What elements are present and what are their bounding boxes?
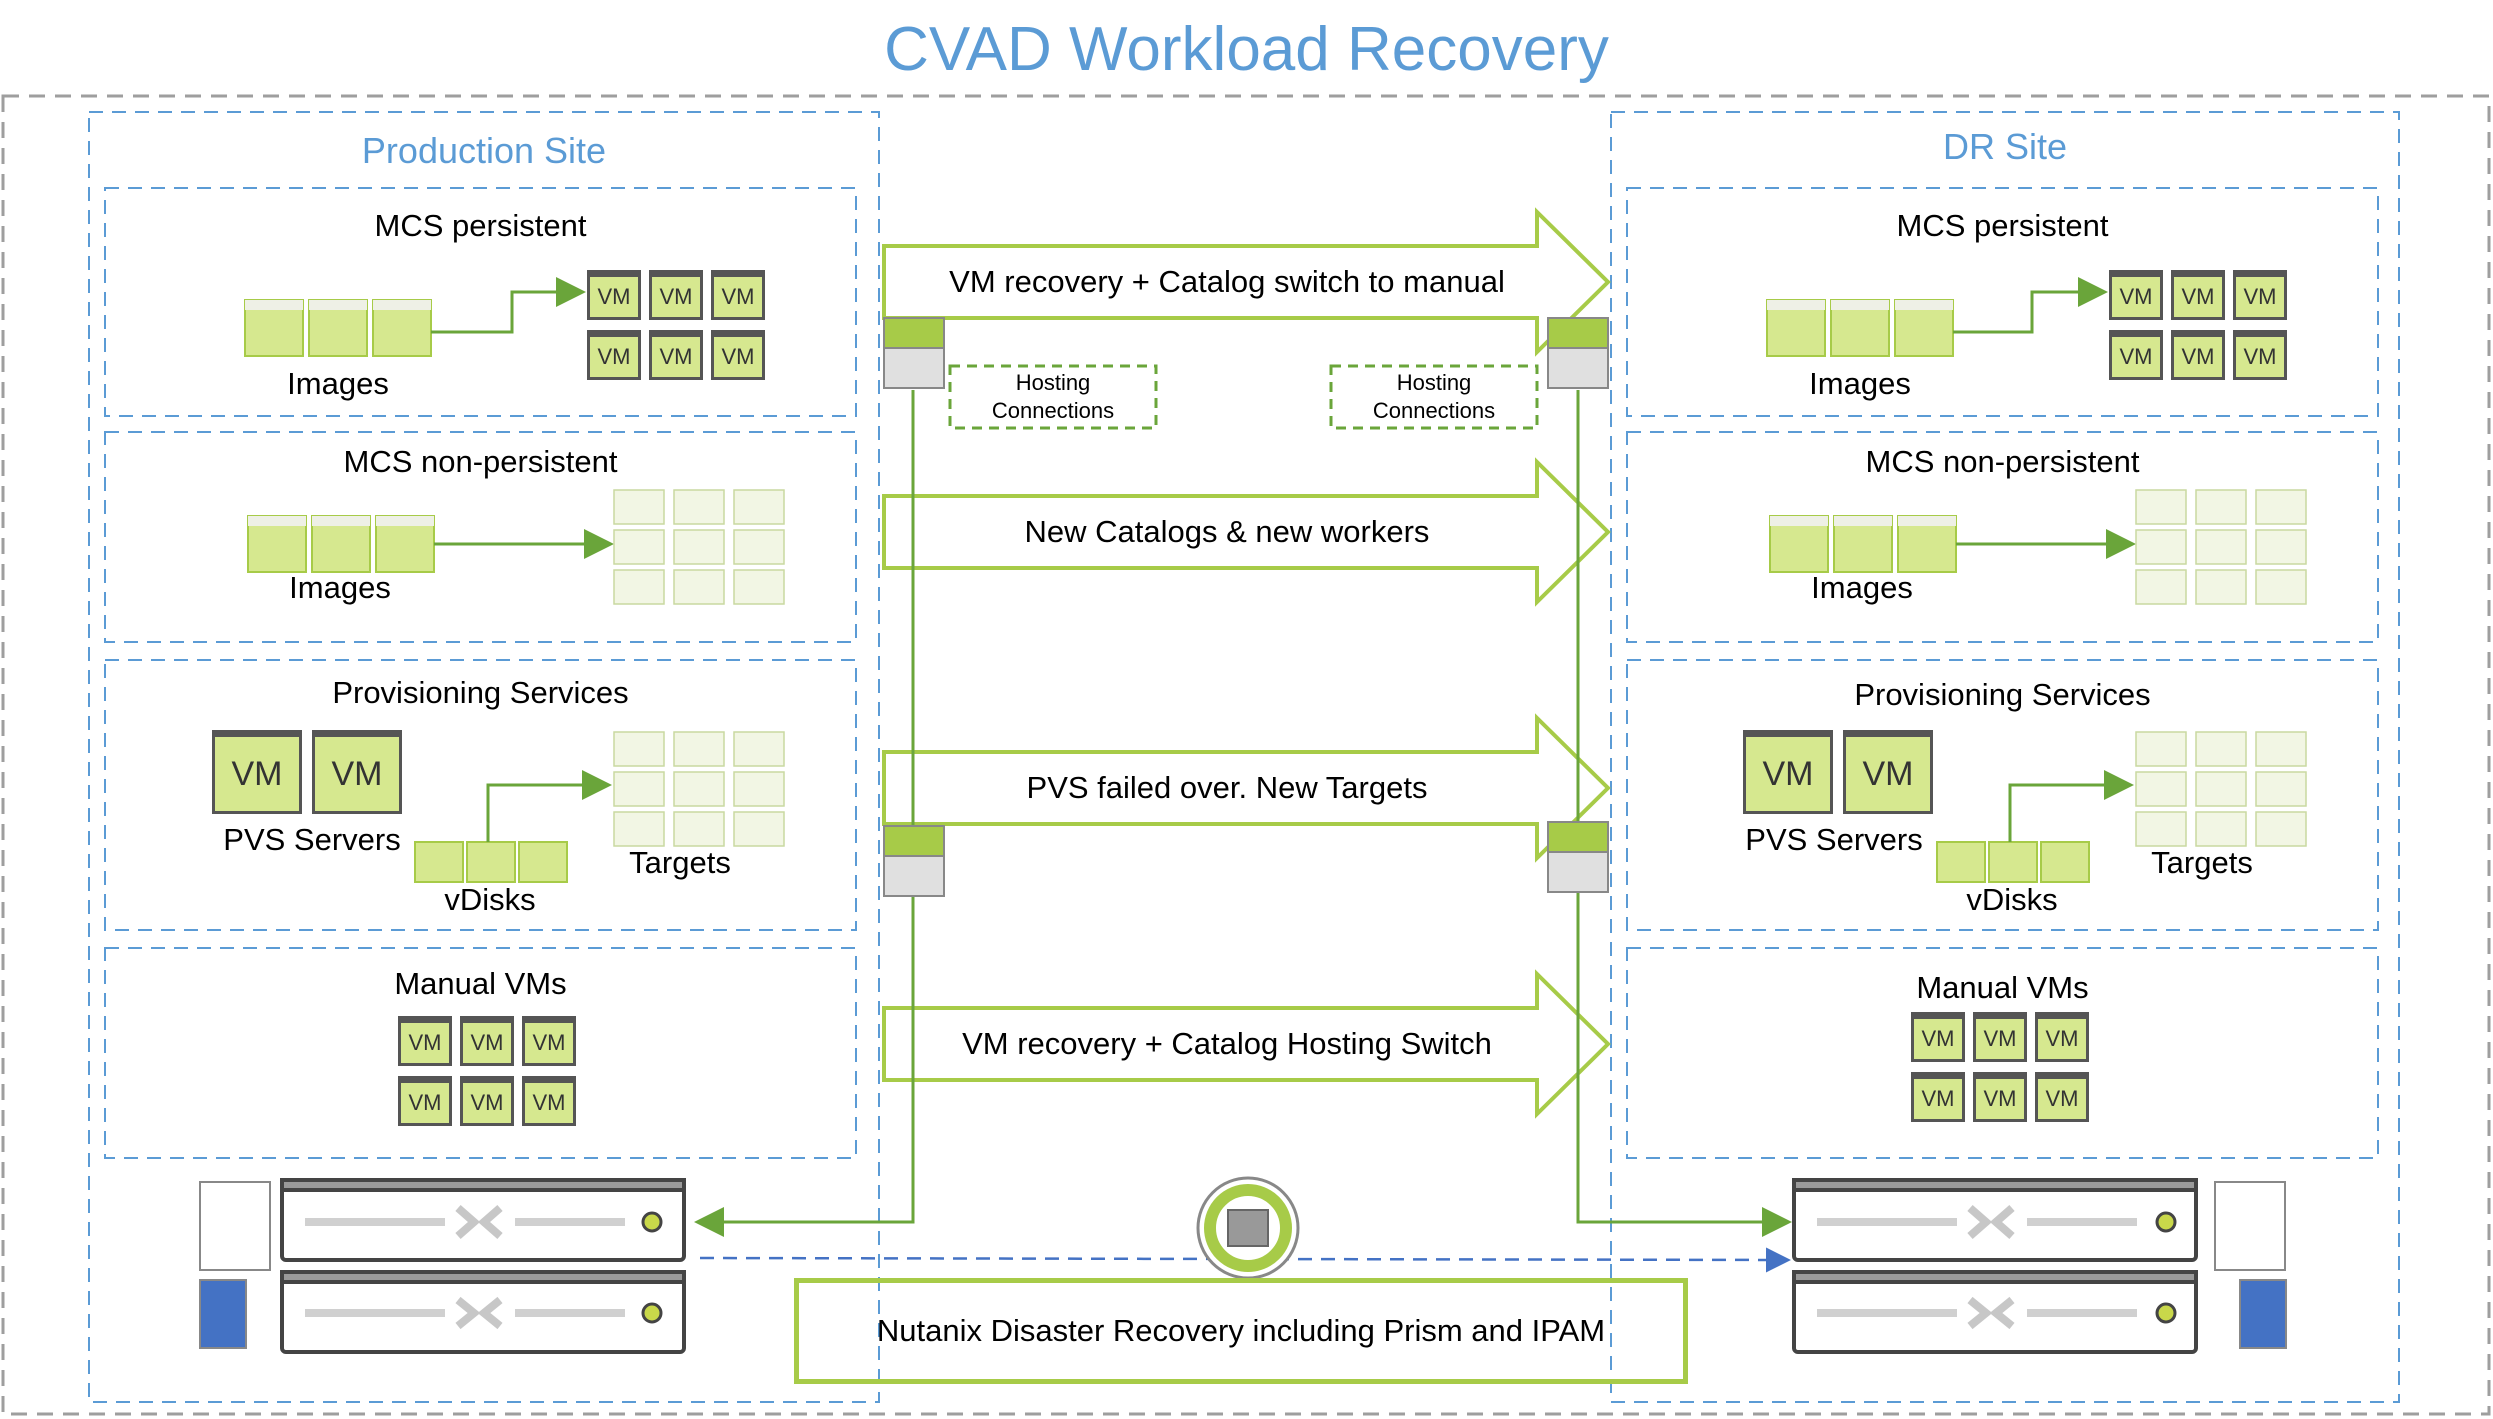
- prod-pvs-servers-label: PVS Servers: [223, 822, 401, 857]
- dr-mcs-persistent-vm: VM: [2109, 330, 2163, 380]
- dr-pvs-title: Provisioning Services: [1854, 677, 2151, 712]
- prod-targets-label: Targets: [629, 845, 731, 880]
- dr-pvs-vdisks: [1936, 841, 2090, 883]
- hosting-node-left-top: [883, 317, 945, 389]
- hosting-connections-left-line2: Connections: [991, 398, 1115, 423]
- outer-frame: [1, 94, 2491, 1416]
- prod-nonpersistent-desktops: [613, 489, 785, 605]
- prod-mcs-nonpersistent-frame: [104, 431, 857, 643]
- hosting-connections-left: Hosting Connections: [950, 369, 1156, 425]
- dr-mcs-persistent-vm: VM: [2109, 270, 2163, 320]
- prod-manual-vm: VM: [522, 1016, 576, 1066]
- dr-mcs-persistent-vm: VM: [2233, 270, 2287, 320]
- dr-pvs-frame: [1626, 659, 2379, 931]
- prod-mcs-persistent-frame: [104, 187, 857, 417]
- dr-mcs-nonpersistent-images-label: Images: [1811, 570, 1913, 605]
- dr-site-title: DR Site: [1942, 126, 2068, 167]
- dr-manual-vm: VM: [2035, 1072, 2089, 1122]
- prod-mcs-persistent-vm: VM: [711, 330, 765, 380]
- hosting-node-right-bottom: [1547, 821, 1609, 893]
- prod-pvs-vdisks: [414, 841, 568, 883]
- dr-mcs-persistent-link: [1953, 277, 2108, 334]
- dr-mcs-persistent-vm: VM: [2233, 330, 2287, 380]
- hosting-connections-left-line1: Hosting: [1015, 370, 1091, 395]
- dr-mcs-persistent-title: MCS persistent: [1896, 208, 2109, 243]
- prod-pvs-link: [486, 770, 612, 842]
- hosting-connections-right-box: [1329, 364, 1539, 430]
- hosting-connections-right-line2: Connections: [1372, 398, 1496, 423]
- prod-manual-vm: VM: [460, 1016, 514, 1066]
- flow-label-2: New Catalogs & new workers: [1024, 514, 1430, 549]
- dr-manual-vm: VM: [1911, 1012, 1965, 1062]
- nutanix-dr-box: Nutanix Disaster Recovery including Pris…: [794, 1278, 1688, 1384]
- prod-mcs-persistent-title: MCS persistent: [374, 208, 587, 243]
- prod-mcs-persistent-vm: VM: [587, 270, 641, 320]
- dr-manual-vm: VM: [1973, 1072, 2027, 1122]
- flow-arrow-4: [882, 969, 1611, 1119]
- prod-vdisks-label: vDisks: [444, 882, 536, 917]
- prod-mcs-persistent-vm: VM: [649, 270, 703, 320]
- prod-pvs-title: Provisioning Services: [332, 675, 629, 710]
- dr-pvs-servers-label: PVS Servers: [1745, 822, 1923, 857]
- dr-pvs-server-vm: VM: [1743, 730, 1833, 814]
- dr-pvs-server-vm: VM: [1843, 730, 1933, 814]
- prod-mcs-persistent-vm: VM: [587, 330, 641, 380]
- production-site-title: Production Site: [361, 130, 607, 171]
- dr-nonpersistent-desktops: [2135, 489, 2307, 605]
- dr-pvs-link: [2008, 770, 2134, 842]
- prod-manual-vm: VM: [522, 1076, 576, 1126]
- dr-manual-title: Manual VMs: [1916, 970, 2089, 1005]
- dr-prism-icon: [2214, 1181, 2287, 1349]
- left-connector: [694, 390, 915, 1237]
- prod-pvs-targets: [613, 731, 785, 847]
- dr-manual-vm: VM: [1973, 1012, 2027, 1062]
- prod-mcs-nonpersistent-images-label: Images: [289, 570, 391, 605]
- dr-mcs-persistent-images-label: Images: [1809, 366, 1911, 401]
- dr-pvs-targets: [2135, 731, 2307, 847]
- hosting-node-left-bottom: [883, 825, 945, 897]
- prod-pvs-server-vm: VM: [212, 730, 302, 814]
- prod-mcs-persistent-vm: VM: [711, 270, 765, 320]
- prod-manual-title: Manual VMs: [394, 966, 567, 1001]
- prod-manual-vm: VM: [460, 1076, 514, 1126]
- hosting-connections-left-box: [948, 364, 1158, 430]
- prod-mcs-persistent-link: [431, 277, 586, 334]
- dr-site-frame: [1610, 111, 2400, 1403]
- dr-manual-vm: VM: [2035, 1012, 2089, 1062]
- dr-manual-frame: [1626, 947, 2379, 1159]
- prod-manual-vm: VM: [398, 1076, 452, 1126]
- dr-vdisks-label: vDisks: [1966, 882, 2058, 917]
- right-connector: [1576, 390, 1792, 1237]
- prod-prism-icon: [199, 1181, 271, 1349]
- flow-arrow-2: [882, 457, 1611, 607]
- prod-mcs-nonpersistent-title: MCS non-persistent: [343, 444, 618, 479]
- dr-mcs-persistent-vm: VM: [2171, 330, 2225, 380]
- flow-label-4: VM recovery + Catalog Hosting Switch: [962, 1026, 1492, 1061]
- flow-label-1: VM recovery + Catalog switch to manual: [949, 264, 1505, 299]
- hosting-connections-right-line1: Hosting: [1396, 370, 1472, 395]
- dr-mcs-persistent-vm: VM: [2171, 270, 2225, 320]
- replication-arrow: [699, 1247, 1791, 1273]
- prod-manual-frame: [104, 947, 857, 1159]
- page-title: CVAD Workload Recovery: [884, 15, 1609, 84]
- dr-manual-vm: VM: [1911, 1072, 1965, 1122]
- prod-mcs-persistent-vm: VM: [649, 330, 703, 380]
- dr-mcs-nonpersistent-frame: [1626, 431, 2379, 643]
- dr-targets-label: Targets: [2151, 845, 2253, 880]
- prod-pvs-server-vm: VM: [312, 730, 402, 814]
- dr-mcs-nonpersistent-title: MCS non-persistent: [1865, 444, 2140, 479]
- flow-label-3: PVS failed over. New Targets: [1026, 770, 1428, 805]
- hosting-connections-right: Hosting Connections: [1331, 369, 1537, 425]
- prod-mcs-persistent-images-label: Images: [287, 366, 389, 401]
- production-site-frame: [88, 111, 880, 1403]
- lifebuoy-icon: [1196, 1176, 1300, 1280]
- nutanix-dr-label: Nutanix Disaster Recovery including Pris…: [876, 1313, 1606, 1348]
- dr-mcs-persistent-frame: [1626, 187, 2379, 417]
- prod-manual-vm: VM: [398, 1016, 452, 1066]
- hosting-node-right-top: [1547, 317, 1609, 389]
- prod-pvs-frame: [104, 659, 857, 931]
